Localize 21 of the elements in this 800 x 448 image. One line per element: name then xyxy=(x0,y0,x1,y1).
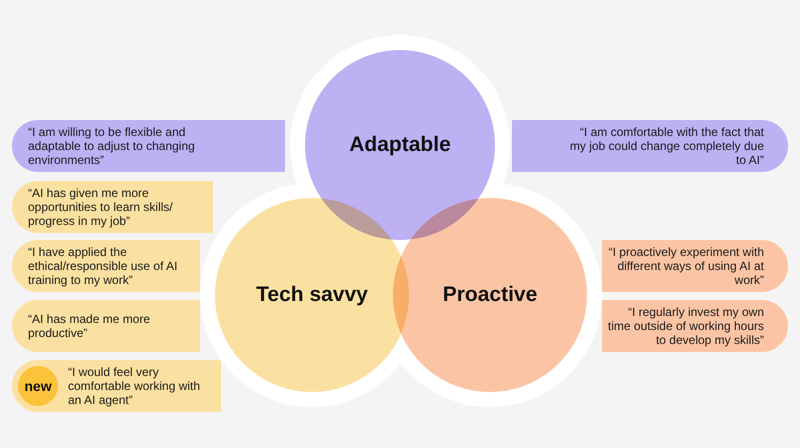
quote-text: “I regularly invest my own time outside of working hours to develop my skills” xyxy=(606,305,764,347)
quote-pill xyxy=(12,300,200,352)
circle-label: Proactive xyxy=(442,282,538,308)
circle-label: Adaptable xyxy=(349,132,451,158)
quote-pill xyxy=(12,240,200,292)
quote-text: “I would feel very comfortable working with an AI agent” xyxy=(68,365,202,407)
quote-pill xyxy=(12,360,221,412)
quote-pill xyxy=(602,240,788,292)
quote-pill xyxy=(512,120,788,172)
quote-pill xyxy=(12,181,213,233)
quote-text: “I have applied the ethical/responsible use of AI training to my work” xyxy=(28,245,178,287)
badge-label: new xyxy=(24,376,52,396)
quote-text: “AI has made me more productive” xyxy=(28,312,152,340)
quote-pill xyxy=(12,120,285,172)
quote-text: “I am comfortable with the fact that my job could change completely due to AI” xyxy=(568,125,764,167)
new-badge xyxy=(18,366,58,406)
quote-pill xyxy=(602,300,788,352)
quote-text: “I proactively experiment with different ways of using AI at work” xyxy=(608,245,764,287)
quote-text: “I am willing to be flexible and adaptable to adjust to changing environments” xyxy=(28,125,196,167)
quote-text: “AI has given me more opportunities to learn skills/ progress in my job” xyxy=(28,186,174,228)
circle-label: Tech savvy xyxy=(256,282,368,308)
